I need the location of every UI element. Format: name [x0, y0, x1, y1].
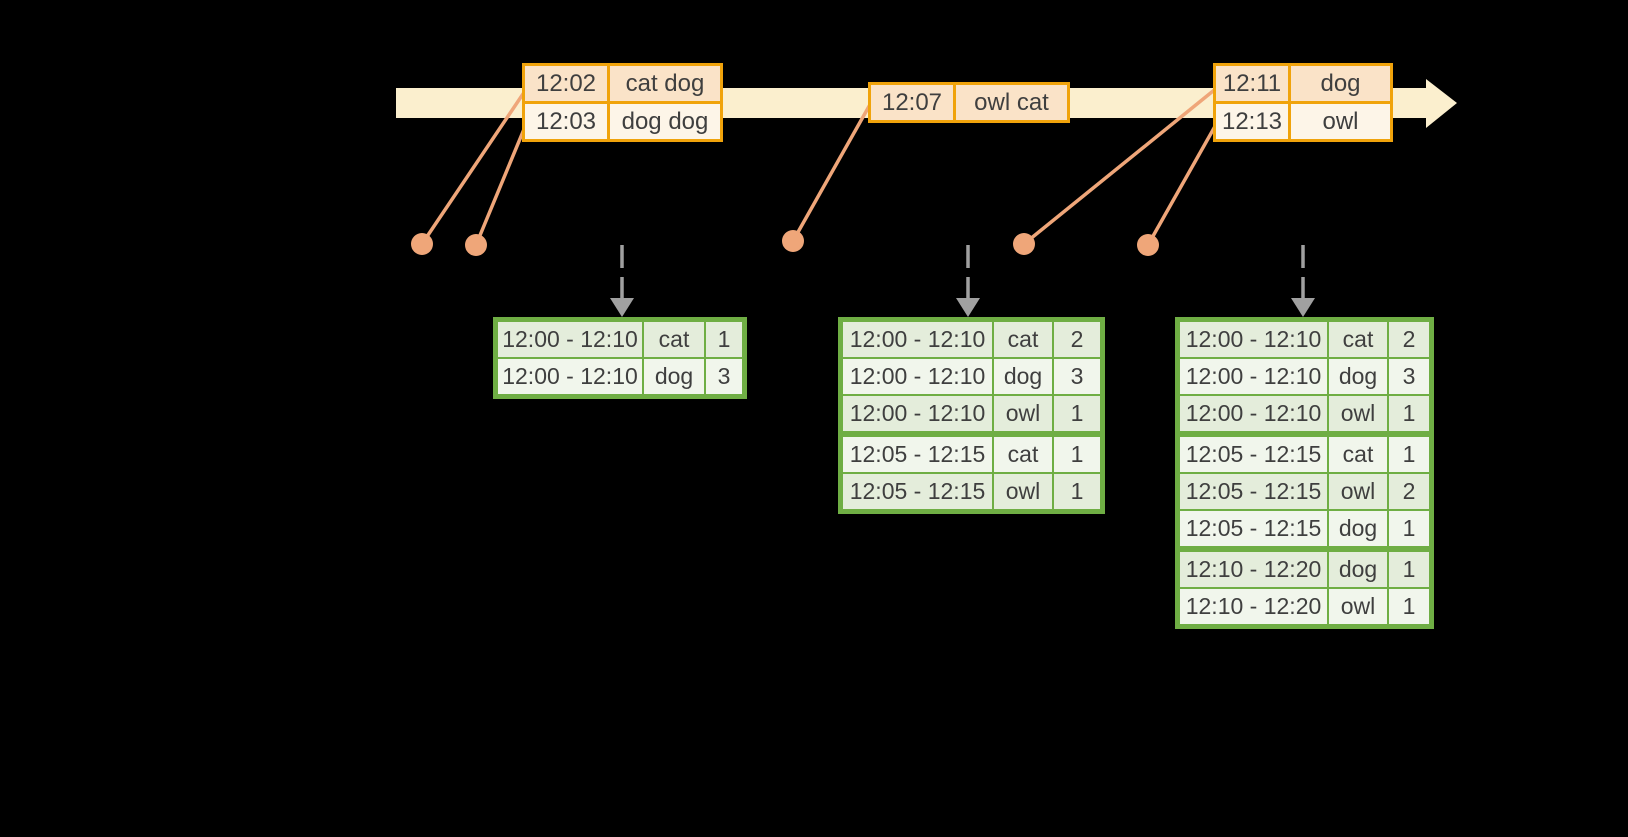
- window-cell: 12:00 - 12:10: [498, 322, 642, 357]
- connector-line: [1146, 120, 1220, 246]
- connector-line: [420, 87, 529, 245]
- event-row: 12:02 cat dog: [525, 66, 720, 101]
- window-cell: 12:05 - 12:15: [1180, 437, 1327, 472]
- event-table-3: 12:11 dog 12:13 owl: [1213, 63, 1393, 142]
- count-cell: 1: [1387, 552, 1429, 587]
- event-time-cell: 12:03: [525, 104, 607, 139]
- window-cell: 12:00 - 12:10: [1180, 396, 1327, 431]
- window-cell: 12:05 - 12:15: [1180, 511, 1327, 546]
- result-row: 12:00 - 12:10 dog 3: [1180, 357, 1429, 394]
- count-cell: 1: [1387, 396, 1429, 431]
- count-cell: 1: [1052, 474, 1100, 509]
- count-cell: 1: [1387, 437, 1429, 472]
- connector-line: [474, 121, 529, 246]
- count-cell: 1: [1387, 511, 1429, 546]
- count-cell: 2: [1387, 474, 1429, 509]
- result-row: 12:10 - 12:20 dog 1: [1180, 546, 1429, 587]
- window-cell: 12:05 - 12:15: [843, 474, 992, 509]
- window-cell: 12:05 - 12:15: [1180, 474, 1327, 509]
- timeline-arrow-icon: [1426, 79, 1457, 128]
- window-cell: 12:00 - 12:10: [1180, 359, 1327, 394]
- result-row: 12:00 - 12:10 cat 2: [843, 322, 1100, 357]
- result-row: 12:00 - 12:10 dog 3: [498, 357, 742, 394]
- event-words-cell: owl: [1288, 104, 1390, 139]
- window-cell: 12:00 - 12:10: [843, 322, 992, 357]
- word-cell: owl: [992, 396, 1052, 431]
- window-cell: 12:05 - 12:15: [843, 437, 992, 472]
- event-time-cell: 12:13: [1216, 104, 1288, 139]
- result-table-1: 12:00 - 12:10 cat 1 12:00 - 12:10 dog 3: [493, 317, 747, 399]
- count-cell: 1: [1052, 437, 1100, 472]
- event-words-cell: cat dog: [607, 66, 720, 101]
- trigger-arrowhead-icon: [956, 298, 980, 317]
- word-cell: cat: [642, 322, 704, 357]
- word-cell: cat: [992, 437, 1052, 472]
- window-cell: 12:10 - 12:20: [1180, 589, 1327, 624]
- result-row: 12:00 - 12:10 dog 3: [843, 357, 1100, 394]
- word-cell: owl: [1327, 396, 1387, 431]
- count-cell: 1: [704, 322, 742, 357]
- event-words-cell: dog dog: [607, 104, 720, 139]
- result-row: 12:10 - 12:20 owl 1: [1180, 587, 1429, 624]
- trigger-arrowhead-icon: [1291, 298, 1315, 317]
- word-cell: cat: [1327, 437, 1387, 472]
- event-table-1: 12:02 cat dog 12:03 dog dog: [522, 63, 723, 142]
- word-cell: owl: [1327, 474, 1387, 509]
- word-cell: cat: [992, 322, 1052, 357]
- event-row: 12:11 dog: [1216, 66, 1390, 101]
- event-dot-icon: [411, 233, 433, 255]
- event-dot-icon: [1137, 234, 1159, 256]
- result-table-3: 12:00 - 12:10 cat 2 12:00 - 12:10 dog 3 …: [1175, 317, 1434, 629]
- result-row: 12:00 - 12:10 cat 2: [1180, 322, 1429, 357]
- event-time-cell: 12:07: [871, 85, 953, 120]
- trigger-arrowhead-icon: [610, 298, 634, 317]
- result-row: 12:00 - 12:10 owl 1: [1180, 394, 1429, 431]
- event-dot-icon: [465, 234, 487, 256]
- event-dot-icon: [1013, 233, 1035, 255]
- word-cell: dog: [1327, 511, 1387, 546]
- result-row: 12:05 - 12:15 owl 1: [843, 472, 1100, 509]
- window-cell: 12:00 - 12:10: [498, 359, 642, 394]
- count-cell: 2: [1387, 322, 1429, 357]
- word-cell: dog: [992, 359, 1052, 394]
- window-cell: 12:00 - 12:10: [843, 359, 992, 394]
- event-words-cell: owl cat: [953, 85, 1067, 120]
- count-cell: 3: [1052, 359, 1100, 394]
- count-cell: 3: [1387, 359, 1429, 394]
- event-row: 12:13 owl: [1216, 101, 1390, 139]
- result-row: 12:05 - 12:15 owl 2: [1180, 472, 1429, 509]
- count-cell: 1: [1387, 589, 1429, 624]
- word-cell: owl: [1327, 589, 1387, 624]
- window-cell: 12:10 - 12:20: [1180, 552, 1327, 587]
- result-row: 12:05 - 12:15 dog 1: [1180, 509, 1429, 546]
- count-cell: 2: [1052, 322, 1100, 357]
- connector-line: [791, 100, 874, 242]
- event-time-cell: 12:11: [1216, 66, 1288, 101]
- window-cell: 12:00 - 12:10: [843, 396, 992, 431]
- event-row: 12:03 dog dog: [525, 101, 720, 139]
- result-row: 12:00 - 12:10 owl 1: [843, 394, 1100, 431]
- word-cell: dog: [1327, 359, 1387, 394]
- result-row: 12:00 - 12:10 cat 1: [498, 322, 742, 357]
- event-words-cell: dog: [1288, 66, 1390, 101]
- event-table-2: 12:07 owl cat: [868, 82, 1070, 123]
- word-cell: dog: [1327, 552, 1387, 587]
- event-row: 12:07 owl cat: [871, 85, 1067, 120]
- count-cell: 3: [704, 359, 742, 394]
- word-cell: cat: [1327, 322, 1387, 357]
- window-cell: 12:00 - 12:10: [1180, 322, 1327, 357]
- word-cell: dog: [642, 359, 704, 394]
- event-dot-icon: [782, 230, 804, 252]
- count-cell: 1: [1052, 396, 1100, 431]
- word-cell: owl: [992, 474, 1052, 509]
- event-time-cell: 12:02: [525, 66, 607, 101]
- result-row: 12:05 - 12:15 cat 1: [1180, 431, 1429, 472]
- result-row: 12:05 - 12:15 cat 1: [843, 431, 1100, 472]
- result-table-2: 12:00 - 12:10 cat 2 12:00 - 12:10 dog 3 …: [838, 317, 1105, 514]
